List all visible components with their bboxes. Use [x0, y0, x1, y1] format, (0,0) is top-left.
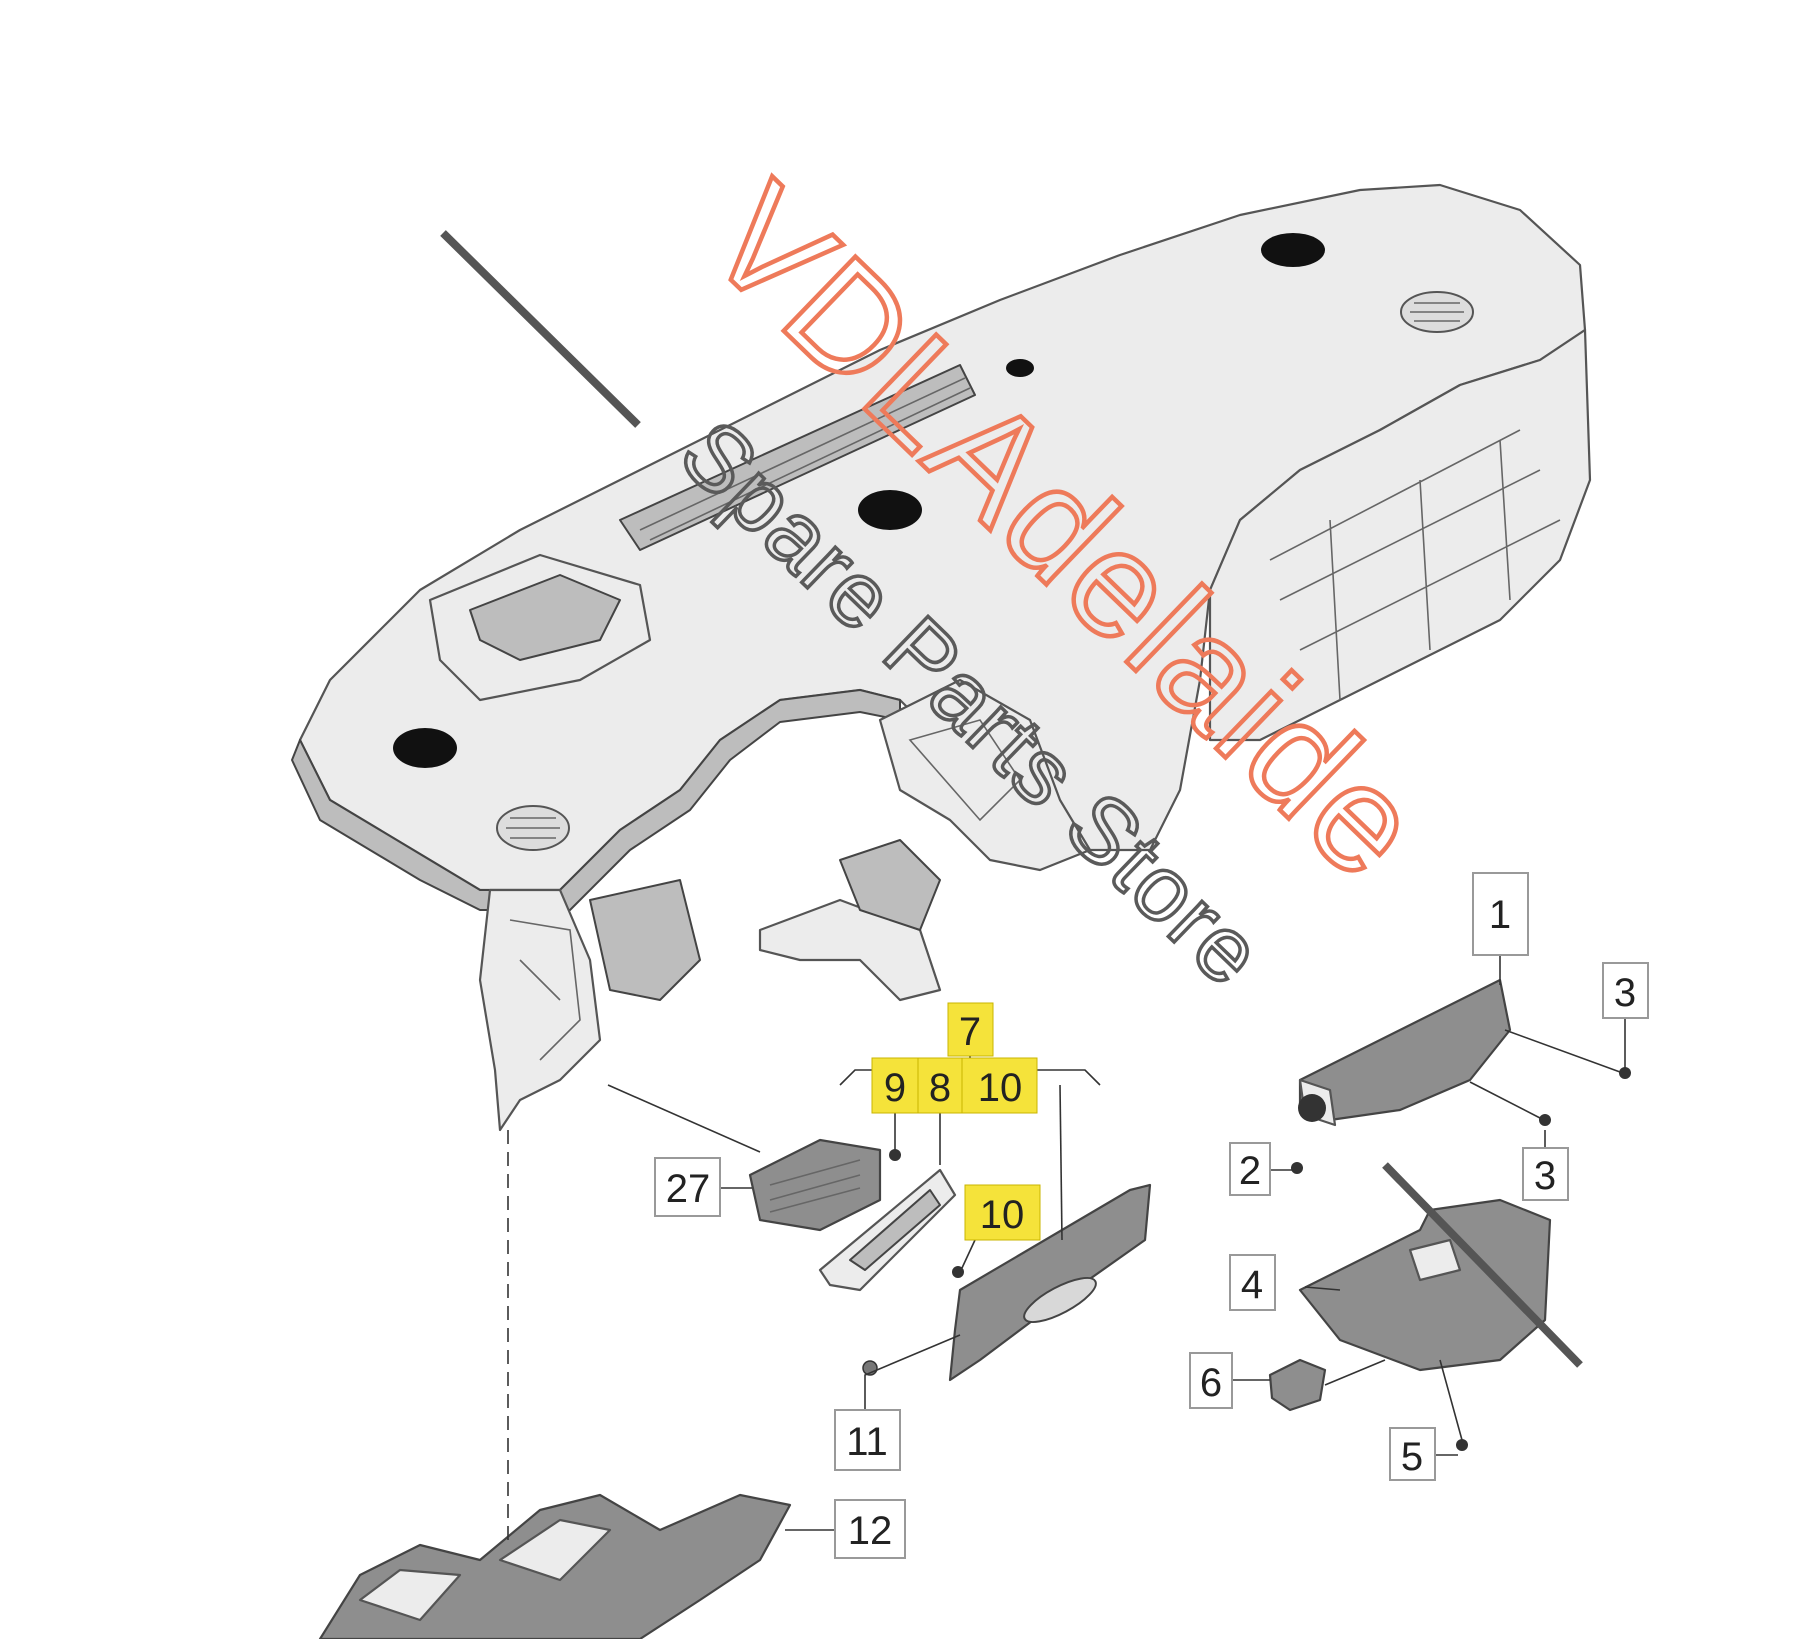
callout-11: 11 — [834, 1409, 901, 1471]
callout-27-text: 27 — [666, 1167, 711, 1211]
fasteners — [862, 1067, 1631, 1451]
callout-10a-text: 10 — [978, 1066, 1023, 1110]
callout-2: 2 — [1229, 1142, 1271, 1196]
callout-27: 27 — [654, 1157, 721, 1217]
callout-4-text: 4 — [1241, 1263, 1263, 1307]
part-12-floor-trim — [318, 1493, 792, 1639]
callout-3a: 3 — [1602, 962, 1649, 1019]
callout-8-text: 8 — [929, 1066, 951, 1110]
callout-labels: 1 2 3 3 4 5 6 7 — [654, 872, 1649, 1559]
callout-10a: 10 — [961, 1057, 1038, 1114]
callout-3b: 3 — [1522, 1147, 1569, 1201]
callout-5: 5 — [1389, 1427, 1436, 1481]
callout-3b-text: 3 — [1534, 1154, 1556, 1198]
callout-8: 8 — [917, 1057, 963, 1114]
part-8-trim-bezel — [818, 1168, 957, 1292]
callout-7: 7 — [947, 1002, 994, 1057]
watermark-slash-top — [440, 230, 641, 428]
part-6-switch — [1268, 1358, 1327, 1412]
callout-3a-text: 3 — [1614, 971, 1636, 1015]
callout-5-text: 5 — [1401, 1435, 1423, 1479]
callout-7-text: 7 — [959, 1010, 981, 1054]
dashboard-assembly — [291, 183, 1592, 1132]
part-27-light-switch — [748, 1138, 882, 1232]
callout-12-text: 12 — [848, 1509, 893, 1553]
callout-4: 4 — [1229, 1254, 1276, 1311]
callout-10b-text: 10 — [980, 1193, 1025, 1237]
speaker-grille-left — [496, 805, 570, 851]
callout-1-text: 1 — [1489, 893, 1511, 937]
callout-2-text: 2 — [1239, 1149, 1261, 1193]
part-1-column-cover-upper — [1298, 978, 1512, 1127]
callout-11-text: 11 — [846, 1420, 888, 1464]
callout-6-text: 6 — [1200, 1361, 1222, 1405]
callout-10b: 10 — [964, 1184, 1041, 1241]
callout-12: 12 — [834, 1499, 906, 1559]
speaker-grille-right — [1400, 291, 1474, 333]
callout-6: 6 — [1189, 1352, 1233, 1409]
part-10-lower-trim — [948, 1183, 1152, 1382]
part-4-column-cover-lower — [1298, 1198, 1552, 1372]
callout-9-text: 9 — [884, 1066, 906, 1110]
callout-9: 9 — [871, 1057, 919, 1114]
watermark-slash-bottom — [1382, 1162, 1583, 1368]
callout-1: 1 — [1472, 872, 1529, 956]
